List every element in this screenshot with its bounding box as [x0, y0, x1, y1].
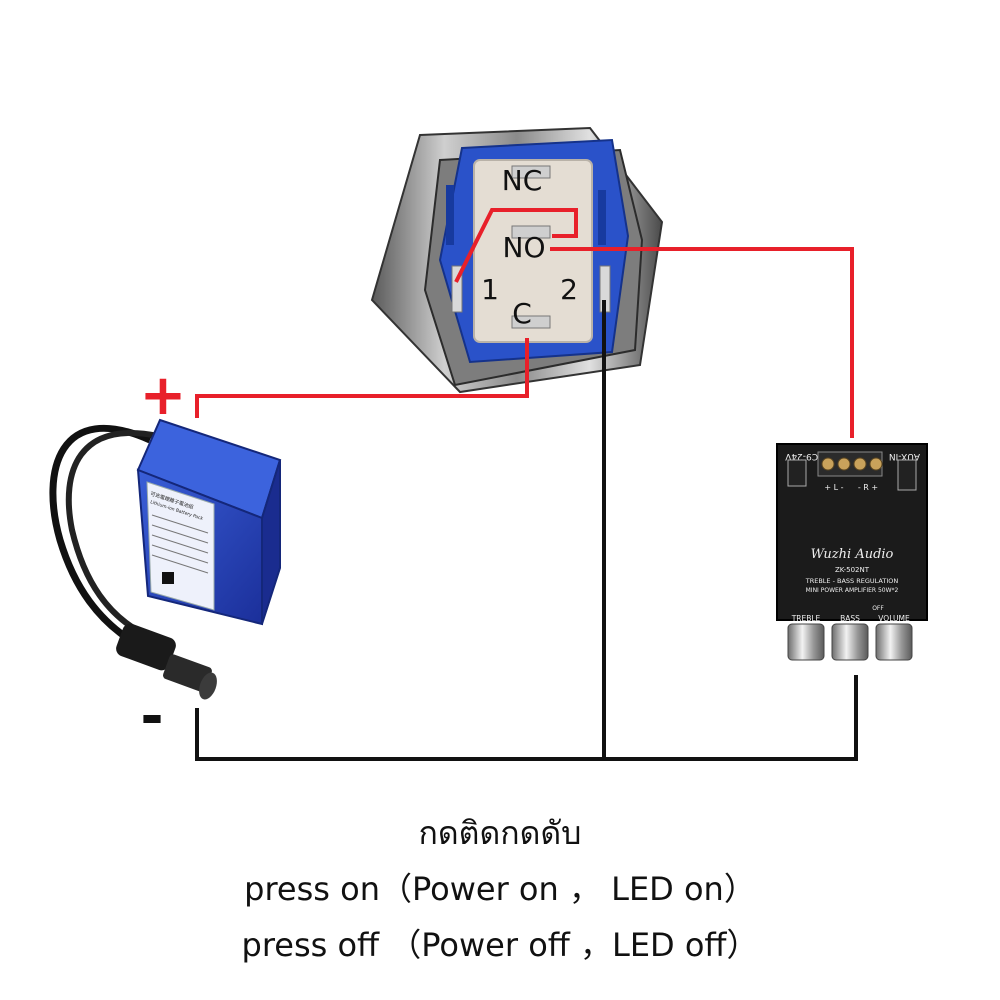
battery-minus-label: -	[140, 684, 163, 749]
positive-wires	[195, 208, 854, 438]
pin-c	[511, 315, 551, 329]
battery-pack: 可充電鋰離子電池組 Lithium-ion Battery Pack	[49, 418, 282, 700]
amp-terminal-left: + L -	[824, 483, 843, 492]
caption-press-off: press off （Power off ，LED off）	[241, 926, 759, 964]
wire-no-to-led1	[454, 208, 578, 283]
caption-press-on: press on（Power on ， LED on）	[244, 870, 756, 908]
dc-plug	[116, 623, 217, 700]
knob-label-volume: VOLUME	[878, 614, 910, 623]
amp-model: ZK-502NT	[835, 566, 870, 574]
terminal-label-no: NO	[503, 231, 546, 264]
pin-no	[511, 225, 551, 239]
terminal-label-2: 2	[560, 273, 578, 306]
amp-aux-jack	[897, 459, 917, 491]
amp-dc-jack	[787, 459, 807, 487]
knob-label-bass: BASS	[840, 614, 860, 623]
amp-dc-label: DC9-24V	[784, 451, 825, 461]
amp-desc-2: MINI POWER AMPLIFIER 50W*2	[806, 587, 899, 594]
wire-ground-battery	[195, 675, 858, 761]
pin-nc	[511, 165, 551, 179]
terminal-label-1: 1	[481, 273, 499, 306]
knob-label-treble: TREBLE	[791, 614, 821, 623]
pin-led-1	[451, 265, 463, 313]
amp-terminal-right: - R +	[858, 483, 878, 492]
ground-wires	[195, 300, 858, 761]
amp-aux-label: AUX-IN	[889, 451, 920, 461]
amp-brand: Wuzhi Audio	[811, 547, 894, 562]
battery-cable	[49, 424, 152, 643]
amp-desc-1: TREBLE - BASS REGULATION	[805, 577, 899, 585]
treble-knob	[787, 623, 825, 661]
volume-knob	[875, 623, 913, 661]
bass-knob	[831, 623, 869, 661]
terminal-label-nc: NC	[502, 164, 543, 197]
battery-plus-label: +	[140, 363, 187, 428]
push-button-switch: NC NO C 1 2	[370, 126, 664, 394]
caption-thai: กดติดกดดับ	[418, 814, 582, 852]
amplifier-board: DC9-24V AUX-IN + L - - R + Wuzhi Audio Z…	[776, 443, 928, 661]
terminal-label-c: C	[512, 297, 532, 330]
wire-battery-to-c	[195, 338, 529, 418]
amp-off-label: OFF	[872, 605, 884, 612]
wire-no-to-amp	[550, 247, 854, 438]
